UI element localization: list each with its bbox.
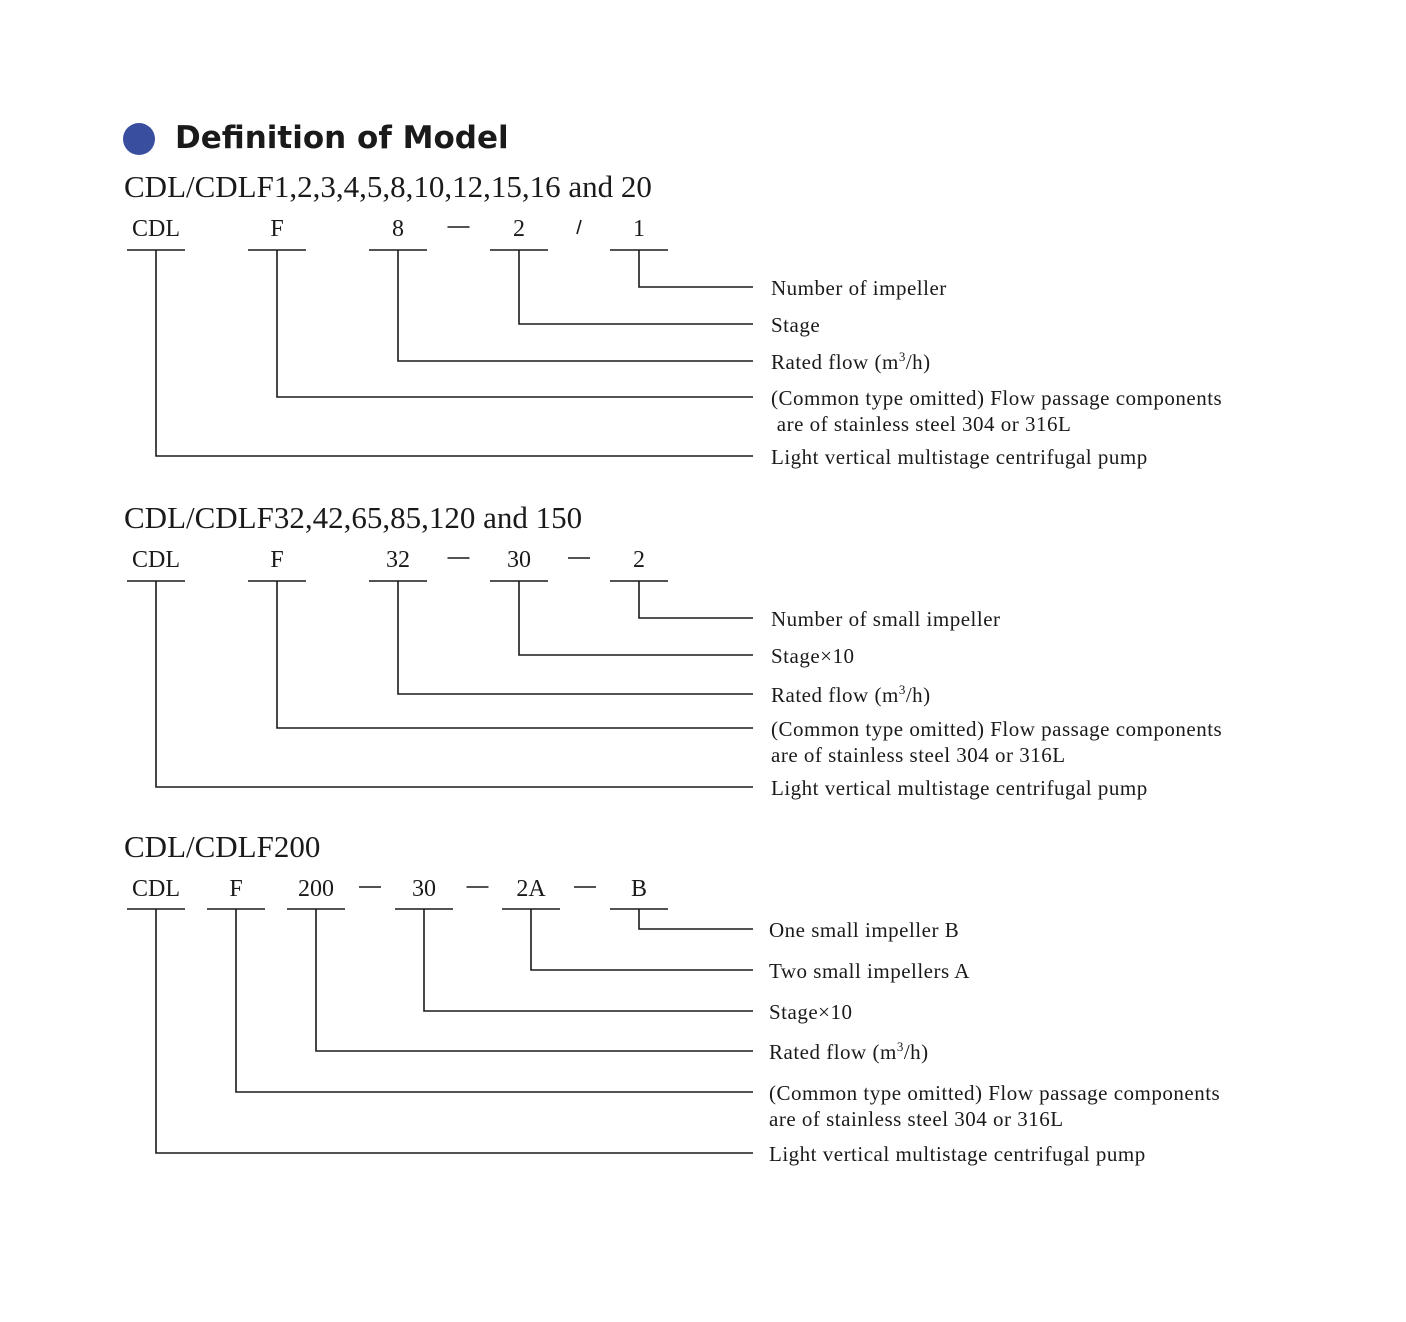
description-label: Rated flow (m3/h) — [769, 1039, 929, 1064]
description-label: Rated flow (m3/h) — [771, 349, 931, 374]
connector-line — [235, 909, 753, 1093]
connector-line — [155, 250, 753, 457]
description-label: Light vertical multistage centrifugal pu… — [771, 776, 1148, 800]
description-label: Stage — [771, 313, 820, 337]
model-code-segment: 2 — [633, 547, 645, 573]
connector-line — [397, 581, 753, 695]
connector-line — [638, 250, 753, 288]
page-title: Definition of Model — [175, 120, 509, 156]
description-label: Light vertical multistage centrifugal pu… — [771, 445, 1148, 469]
description-label: Number of impeller — [771, 276, 947, 300]
description-label: (Common type omitted) Flow passage compo… — [771, 386, 1222, 410]
connector-line — [155, 581, 753, 788]
model-code-segment: 2 — [513, 216, 525, 242]
connector-line — [276, 250, 753, 398]
series-title: CDL/CDLF1,2,3,4,5,8,10,12,15,16 and 20 — [124, 169, 652, 204]
model-code-segment: CDL — [132, 216, 180, 242]
description-label: Light vertical multistage centrifugal pu… — [769, 1142, 1146, 1166]
description-label: Stage×10 — [771, 644, 855, 668]
series-title: CDL/CDLF32,42,65,85,120 and 150 — [124, 500, 582, 535]
model-code-segment: 1 — [633, 216, 645, 242]
description-label: Stage×10 — [769, 1000, 853, 1024]
connector-line — [638, 909, 753, 930]
model-code-segment: 8 — [392, 216, 404, 242]
description-label: Number of small impeller — [771, 607, 1001, 631]
connector-line — [518, 581, 753, 656]
model-code-segment: F — [270, 216, 283, 242]
connector-line — [423, 909, 753, 1012]
connector-line — [315, 909, 753, 1052]
model-code-segment: CDL — [132, 547, 180, 573]
connector-line — [518, 250, 753, 325]
model-code-segment: 2A — [516, 876, 546, 902]
description-label: are of stainless steel 304 or 316L — [771, 743, 1066, 767]
description-label: One small impeller B — [769, 918, 959, 942]
model-code-segment: CDL — [132, 876, 180, 902]
model-code-segment: 200 — [298, 876, 334, 902]
series-title: CDL/CDLF200 — [124, 829, 320, 864]
model-code-segment: F — [229, 876, 242, 902]
description-label: Rated flow (m3/h) — [771, 682, 931, 707]
description-label: (Common type omitted) Flow passage compo… — [771, 717, 1222, 741]
slash-separator — [576, 219, 582, 235]
description-label: (Common type omitted) Flow passage compo… — [769, 1081, 1220, 1105]
description-label: are of stainless steel 304 or 316L — [769, 1107, 1064, 1131]
model-code-segment: 30 — [412, 876, 436, 902]
heading-bullet-icon — [123, 123, 155, 155]
connector-line — [530, 909, 753, 971]
model-code-segment: F — [270, 547, 283, 573]
model-code-segment: 30 — [507, 547, 531, 573]
connector-line — [155, 909, 753, 1154]
model-code-segment: B — [631, 876, 647, 902]
model-code-segment: 32 — [386, 547, 410, 573]
connector-line — [397, 250, 753, 362]
description-label: are of stainless steel 304 or 316L — [771, 412, 1071, 436]
connector-line — [276, 581, 753, 729]
description-label: Two small impellers A — [769, 959, 970, 983]
connector-line — [638, 581, 753, 619]
